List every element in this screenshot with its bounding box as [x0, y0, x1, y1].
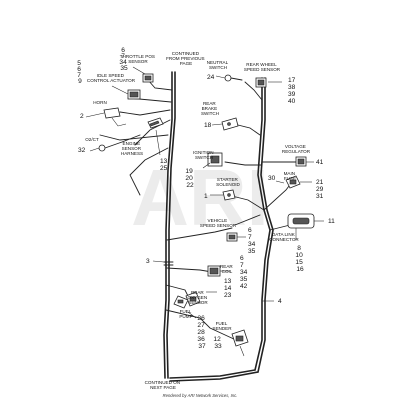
- data-link-connector-label: DATA LINK CONNECTOR: [269, 232, 299, 242]
- neutral-switch: [224, 74, 243, 82]
- engine-sensor-harness-label: ENGINE SENSOR HARNESS: [121, 141, 143, 156]
- callout-data-link: 8 10 15 16: [295, 245, 304, 273]
- callout-voltage: 41: [316, 159, 324, 166]
- ignition-switch-label: IGNITION SWITCH: [193, 150, 215, 160]
- voltage-regulator-label: VOLTAGE REGULATOR: [282, 144, 311, 154]
- rendered-by-credit: Rendered by ARI Network Services, Inc.: [163, 393, 238, 398]
- component-labels: THROTTLE POS SENSOR CONTINUED FROM PREVI…: [85, 51, 311, 390]
- throttle-pos-connector: [142, 73, 154, 83]
- rear-oxygen-sensor-label: REAR OXYGEN SENSOR: [188, 290, 209, 305]
- ignition-switch-connector: [207, 152, 223, 167]
- callout-data-link-top: 11: [328, 218, 335, 225]
- rear-coil-label: REAR COIL: [220, 264, 234, 274]
- data-link-connector: [287, 213, 315, 229]
- fuel-pump-label: FUEL PUMP: [179, 309, 192, 319]
- main-fuse-label: MAIN FUSE: [284, 171, 297, 181]
- horn-label: HORN: [93, 100, 107, 105]
- starter-solenoid-connector: [222, 189, 236, 201]
- main-harness: [99, 71, 237, 379]
- callout-throttle: 6 7 34 35: [119, 47, 128, 72]
- callout-main-fuse-right: 21 29 31: [316, 179, 325, 200]
- main-fuse-connector: [285, 175, 301, 189]
- continued-from-previous-page-label: CONTINUED FROM PREVIOUS PAGE: [166, 51, 206, 66]
- callout-rear-coil-right: 6 7 34 35 42: [240, 255, 249, 290]
- callout-o2: 32: [78, 147, 86, 154]
- idle-speed-actuator-connector: [127, 89, 141, 100]
- engine-sensor-harness-connector: [147, 117, 164, 129]
- callout-horn: 2: [80, 113, 84, 120]
- callout-rear-brake: 18: [204, 122, 212, 129]
- o2-sensor-label: O2/CT: [85, 137, 99, 142]
- vehicle-speed-connector: [226, 232, 238, 242]
- callout-numbers: 6 7 34 35 5 6 7 9 2 32 13 25 24 17 38 39…: [77, 47, 335, 350]
- callout-4: 4: [278, 298, 282, 305]
- fuel-sender-connector: [231, 329, 249, 347]
- callout-engine-harness: 13 25: [160, 158, 169, 172]
- rear-brake-switch-label: REAR BRAKE SWITCH: [201, 101, 219, 116]
- callout-3: 3: [146, 258, 150, 265]
- throttle-pos-sensor-label: THROTTLE POS SENSOR: [120, 54, 157, 64]
- fuel-sender-label: FUEL SENDER: [212, 321, 232, 331]
- callout-neutral: 24: [207, 74, 215, 81]
- horn-connector: [103, 107, 127, 127]
- rear-coil-connector: [207, 265, 221, 277]
- callout-fuel-pump: 26 27 28 36 37: [197, 315, 206, 350]
- watermark: ARI: [131, 153, 269, 242]
- callout-fuel-sender: 12 33: [213, 336, 222, 350]
- leader-lines: [85, 66, 324, 357]
- right-harness: [169, 77, 301, 382]
- starter-solenoid-label: STARTER SOLENOID: [216, 177, 240, 187]
- callout-starter: 1: [204, 193, 208, 200]
- voltage-regulator-connector: [295, 156, 307, 167]
- callout-main-fuse-left: 30: [268, 175, 276, 182]
- neutral-switch-label: NEUTRAL SWITCH: [207, 60, 230, 70]
- fuel-pump-connector: [173, 295, 189, 309]
- continued-on-next-page-label: CONTINUED ON NEXT PAGE: [145, 380, 182, 390]
- idle-speed-control-label: IDLE SPEED CONTROL ACTUATOR: [87, 73, 136, 83]
- rear-wheel-speed-sensor-label: REAR WHEEL SPEED SENSOR: [244, 62, 281, 72]
- rear-brake-switch: [221, 117, 239, 131]
- callout-rear-coil-below: 13 14 23: [224, 278, 233, 299]
- callout-ignition: 19 20 22: [185, 168, 194, 189]
- rear-wheel-speed-connector: [255, 77, 267, 88]
- callout-idle: 5 6 7 9: [77, 60, 83, 85]
- callout-vehicle-speed: 6 7 34 35: [248, 227, 257, 255]
- vehicle-speed-sensor-label: VEHICLE SPEED SENSOR: [200, 218, 237, 228]
- rear-oxygen-sensor-connector: [185, 291, 201, 307]
- callout-rear-wheel: 17 38 39 40: [288, 77, 297, 105]
